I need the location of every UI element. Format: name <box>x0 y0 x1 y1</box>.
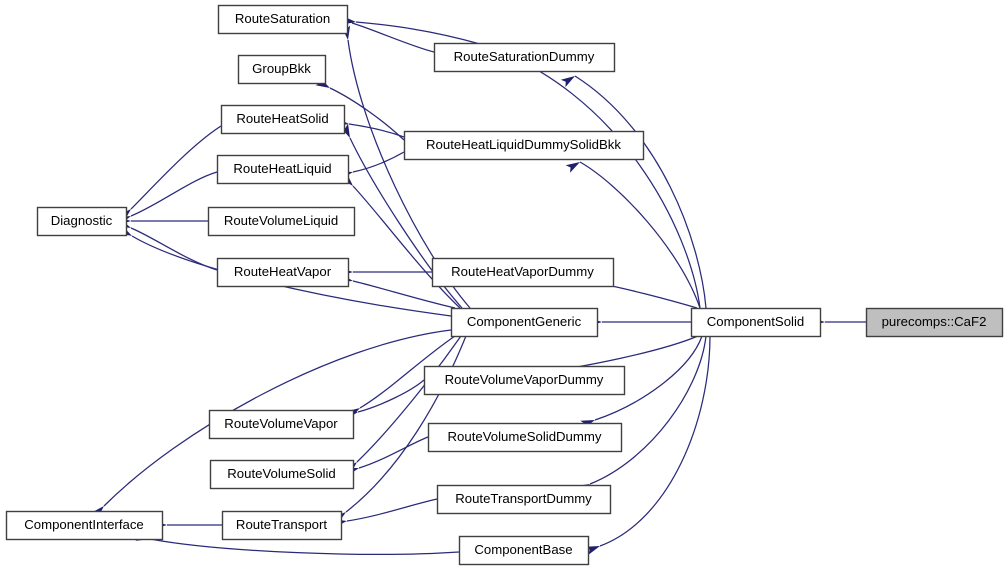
node-component-base[interactable]: ComponentBase <box>458 535 590 566</box>
edge-component-generic-to-route-volume-solid <box>343 335 462 475</box>
node-box[interactable] <box>36 206 128 237</box>
node-label: RouteHeatVaporDummy <box>451 264 594 279</box>
node-component-interface[interactable]: ComponentInterface <box>5 510 164 541</box>
node-component-solid[interactable]: ComponentSolid <box>690 307 822 338</box>
edge-route-heat-liquid-to-diagnostic <box>116 171 218 226</box>
node-box[interactable] <box>690 307 822 338</box>
node-label: RouteHeatVapor <box>234 264 332 279</box>
node-box[interactable] <box>208 409 355 440</box>
node-box[interactable] <box>221 510 343 541</box>
node-box[interactable] <box>458 535 590 566</box>
edge-route-volume-liquid-to-diagnostic <box>117 216 208 226</box>
edge-route-heat-solid-to-diagnostic <box>117 125 222 222</box>
node-box[interactable] <box>220 104 346 135</box>
node-label: RouteSaturation <box>235 11 330 26</box>
node-route-heat-solid[interactable]: RouteHeatSolid <box>220 104 346 135</box>
node-label: RouteHeatLiquid <box>233 161 331 176</box>
edge-component-solid-to-component-generic <box>588 317 691 327</box>
node-label: RouteVolumeSolid <box>227 466 336 481</box>
edge-route-heat-vapor-to-diagnostic <box>116 218 218 271</box>
node-route-transport-dummy[interactable]: RouteTransportDummy <box>436 484 612 515</box>
arrowhead-icon <box>560 76 575 88</box>
edge-route-heat-vapor-dummy-to-route-heat-vapor <box>339 267 432 277</box>
node-label: RouteTransport <box>236 517 327 532</box>
node-box[interactable] <box>216 154 350 185</box>
node-label: ComponentInterface <box>24 517 144 532</box>
node-label: RouteTransportDummy <box>455 491 592 506</box>
node-box[interactable] <box>433 42 616 73</box>
node-box[interactable] <box>207 206 356 237</box>
node-box[interactable] <box>431 257 615 288</box>
node-box[interactable] <box>423 365 626 396</box>
node-route-volume-solid-dummy[interactable]: RouteVolumeSolidDummy <box>427 422 623 453</box>
node-label: ComponentGeneric <box>467 314 582 329</box>
node-route-volume-liquid[interactable]: RouteVolumeLiquid <box>207 206 356 237</box>
node-label: purecomps::CaF2 <box>882 314 987 329</box>
node-route-saturation-dummy[interactable]: RouteSaturationDummy <box>433 42 616 73</box>
node-box[interactable] <box>427 422 623 453</box>
edge-component-solid-to-route-heat-liquid-dummy-solid-bkk <box>565 161 701 309</box>
node-box[interactable] <box>450 307 599 338</box>
edge-component-solid-to-route-saturation-dummy <box>560 75 707 309</box>
node-label: RouteVolumeVapor <box>224 416 338 431</box>
node-box[interactable] <box>209 459 355 490</box>
node-route-volume-vapor-dummy[interactable]: RouteVolumeVaporDummy <box>423 365 626 396</box>
edge-route-saturation-dummy-to-route-saturation <box>337 14 435 53</box>
node-label: ComponentBase <box>474 542 572 557</box>
node-purecomps-ca-f2[interactable]: purecomps::CaF2 <box>865 307 1004 338</box>
edge-route-volume-solid-dummy-to-route-volume-solid <box>344 436 429 477</box>
node-label: GroupBkk <box>252 61 311 76</box>
node-label: Diagnostic <box>51 213 113 228</box>
node-box[interactable] <box>5 510 164 541</box>
edge-component-solid-to-route-transport-dummy <box>575 335 707 494</box>
node-label: RouteVolumeSolidDummy <box>448 429 602 444</box>
node-label: RouteVolumeVaporDummy <box>445 372 604 387</box>
node-component-generic[interactable]: ComponentGeneric <box>450 307 599 338</box>
node-route-heat-liquid-dummy-solid-bkk[interactable]: RouteHeatLiquidDummySolidBkk <box>403 130 645 161</box>
node-label: RouteSaturationDummy <box>454 49 595 64</box>
node-label: RouteVolumeLiquid <box>224 213 338 228</box>
node-route-volume-vapor[interactable]: RouteVolumeVapor <box>208 409 355 440</box>
node-label: ComponentSolid <box>707 314 805 329</box>
nodes-layer: RouteSaturationRouteSaturationDummyGroup… <box>5 4 1004 566</box>
node-box[interactable] <box>865 307 1004 338</box>
node-label: RouteHeatLiquidDummySolidBkk <box>426 137 621 152</box>
node-group-bkk[interactable]: GroupBkk <box>237 54 327 85</box>
edge-component-generic-to-route-heat-liquid <box>340 172 461 309</box>
arrowhead-icon <box>565 162 580 173</box>
node-route-heat-vapor-dummy[interactable]: RouteHeatVaporDummy <box>431 257 615 288</box>
node-box[interactable] <box>436 484 612 515</box>
edge-route-transport-to-component-interface <box>153 520 222 530</box>
node-route-saturation[interactable]: RouteSaturation <box>217 4 349 35</box>
node-route-volume-solid[interactable]: RouteVolumeSolid <box>209 459 355 490</box>
node-route-transport[interactable]: RouteTransport <box>221 510 343 541</box>
node-route-heat-vapor[interactable]: RouteHeatVapor <box>216 257 350 288</box>
node-box[interactable] <box>403 130 645 161</box>
node-route-heat-liquid[interactable]: RouteHeatLiquid <box>216 154 350 185</box>
node-box[interactable] <box>216 257 350 288</box>
node-box[interactable] <box>217 4 349 35</box>
node-diagnostic[interactable]: Diagnostic <box>36 206 128 237</box>
edge-route-transport-dummy-to-route-transport <box>332 498 438 528</box>
node-box[interactable] <box>237 54 327 85</box>
node-label: RouteHeatSolid <box>236 111 328 126</box>
